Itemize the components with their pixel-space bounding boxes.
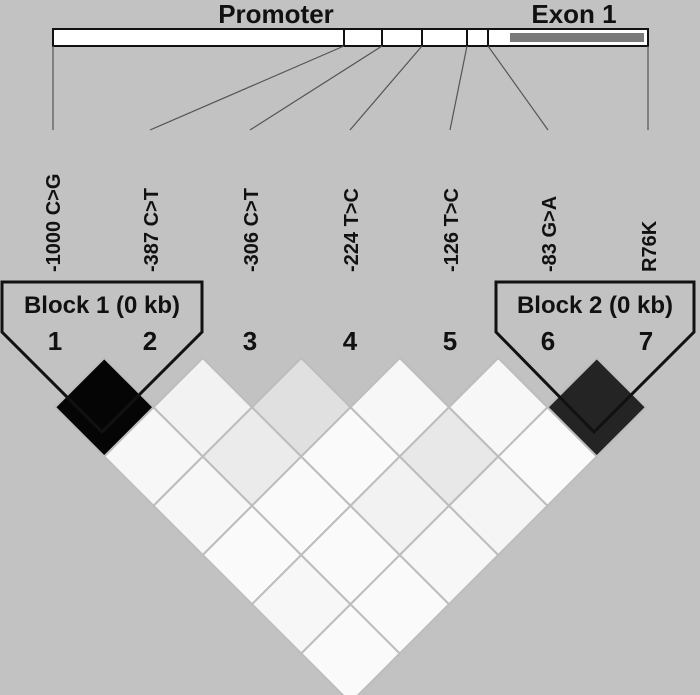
marker-number-1: 1 — [48, 326, 62, 356]
snp-label-7: R76K — [639, 220, 661, 272]
snp-connector-line — [149, 45, 345, 131]
gene-structure-map: Promoter Exon 1 — [52, 0, 649, 131]
exon-1-label: Exon 1 — [531, 0, 616, 29]
snp-connector-line — [487, 45, 549, 131]
gene-track — [52, 28, 649, 47]
marker-number-3: 3 — [243, 326, 257, 356]
snp-label-4: -224 T>C — [341, 188, 363, 272]
marker-labels: -1000 C>G -387 C>T -306 C>T -224 T>C -12… — [24, 174, 673, 356]
block-1-outline — [0, 280, 204, 435]
block-2-outline — [494, 280, 696, 435]
snp-label-5: -126 T>C — [441, 188, 463, 272]
snp-label-3: -306 C>T — [241, 188, 263, 272]
snp-connector-line — [349, 45, 423, 131]
marker-number-2: 2 — [143, 326, 157, 356]
ld-cell-6-7 — [546, 356, 648, 458]
ld-matrix — [53, 356, 648, 695]
snp-label-2: -387 C>T — [141, 188, 163, 272]
exon-1-region — [510, 33, 644, 42]
marker-number-4: 4 — [343, 326, 358, 356]
marker-number-5: 5 — [443, 326, 457, 356]
snp-label-1: -1000 C>G — [43, 174, 65, 272]
marker-number-7: 7 — [639, 326, 653, 356]
block-1-title: Block 1 (0 kb) — [24, 292, 180, 319]
marker-number-6: 6 — [541, 326, 555, 356]
promoter-label: Promoter — [218, 0, 334, 29]
snp-label-6: -83 G>A — [539, 196, 561, 272]
snp-connector-line — [449, 45, 468, 131]
snp-connector-line — [249, 45, 383, 131]
block-2-title: Block 2 (0 kb) — [517, 292, 673, 319]
haplotype-block-outlines — [0, 280, 696, 435]
